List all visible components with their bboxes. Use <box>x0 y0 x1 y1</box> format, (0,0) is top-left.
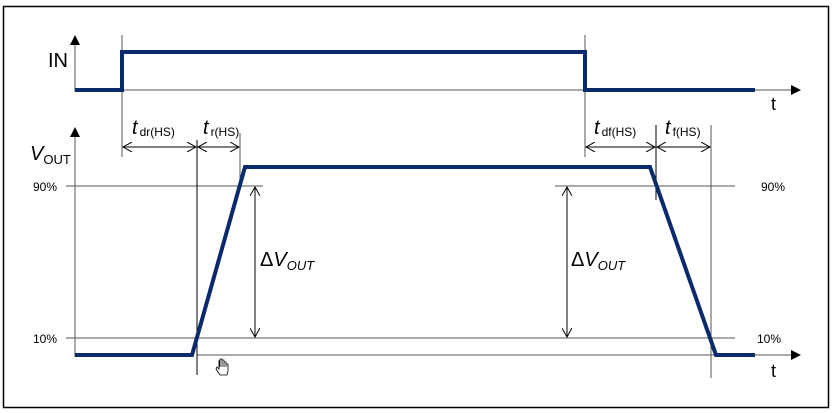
level-90-right-label: 90% <box>761 180 785 194</box>
vout-label: VOUT <box>30 143 71 167</box>
level-90-left-label: 90% <box>33 180 57 194</box>
frame-border <box>2 5 830 409</box>
level-10-right-label: 10% <box>757 332 781 346</box>
vout-t-label: t <box>771 361 776 381</box>
in-t-label: t <box>771 94 776 114</box>
delta-v-rise-label: ΔVOUT <box>260 249 315 273</box>
level-10-left-label: 10% <box>33 332 57 346</box>
in-label: IN <box>48 50 68 72</box>
vout-signal <box>75 165 755 357</box>
in-panel: IN t <box>48 35 801 157</box>
hand-cursor-icon <box>215 358 229 376</box>
delta-v-fall-label: ΔVOUT <box>571 249 626 273</box>
in-signal <box>75 50 755 92</box>
